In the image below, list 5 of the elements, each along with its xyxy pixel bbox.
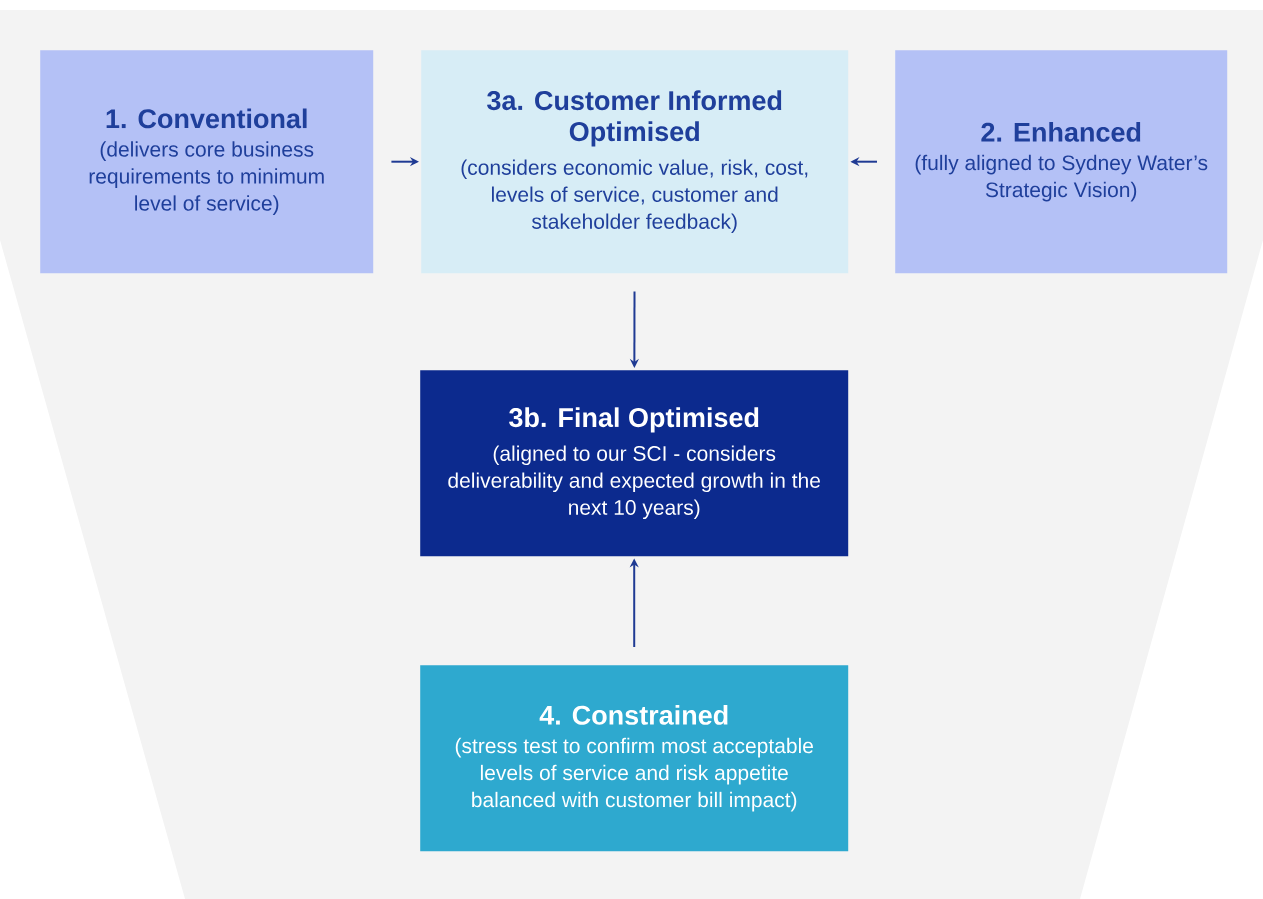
process-box: 1. Conventional (delivers core business requirements to minimum level of service)	[40, 50, 374, 274]
process-box: 4. Constrained (stress test to confirm most acceptable levels of service and risk appetite balanced with customer bill impact)	[420, 665, 849, 852]
process-box: 3b. Final Optimised (aligned to our SCI - considers deliverability and expected growth in the next 10 years)	[420, 370, 849, 557]
process-box: 3a. Customer Informed Optimised (considers economic value, risk, cost, levels of service, customer and stakeholder feedback)	[421, 50, 849, 274]
process-box: 2. Enhanced (fully aligned to Sydney Water’s Strategic Vision)	[895, 50, 1228, 274]
